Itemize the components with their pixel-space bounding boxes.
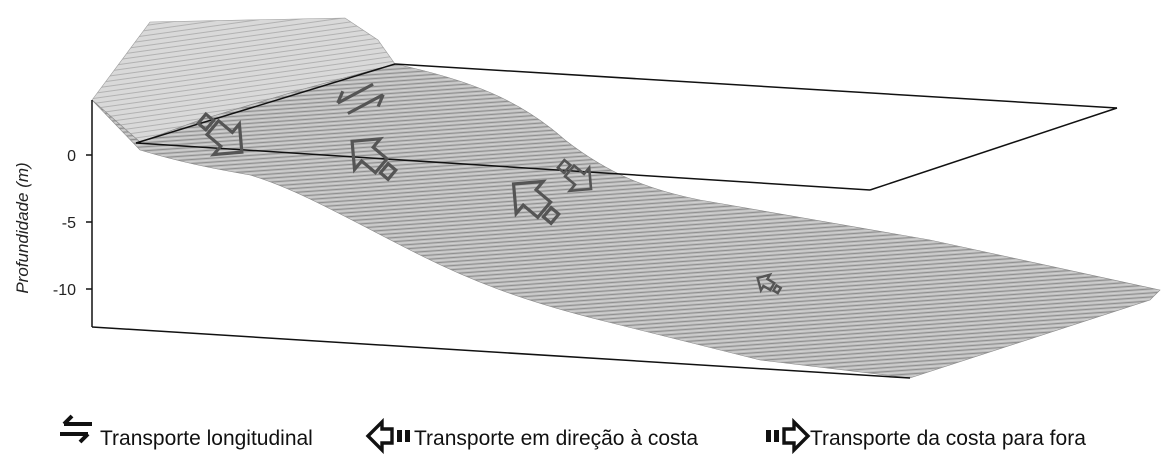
legend-item-longshore: Transporte longitudinal	[60, 414, 313, 450]
onshore-arrow-icon	[511, 179, 562, 226]
y-tick-minus10: -10	[53, 282, 76, 299]
y-tick-0: 0	[67, 148, 76, 165]
legend: Transporte longitudinal Transporte em di…	[60, 414, 1086, 455]
y-tick-minus5: -5	[62, 215, 76, 232]
longshore-arrow-icon	[336, 82, 385, 115]
legend-item-offshore: Transporte da costa para fora	[766, 417, 1086, 455]
transport-arrows	[195, 82, 783, 295]
legend-label-longshore: Transporte longitudinal	[100, 427, 313, 450]
offshore-arrow-icon	[766, 417, 811, 455]
offshore-arrow-icon	[556, 158, 593, 193]
seabed-surface	[91, 63, 1161, 379]
y-axis: 0 -5 -10 Profundidade (m)	[13, 148, 92, 299]
double-arrow-icon	[60, 414, 92, 444]
y-axis-label: Profundidade (m)	[13, 162, 32, 293]
onshore-arrow-icon	[350, 136, 399, 182]
legend-item-onshore: Transporte em direção à costa	[365, 417, 698, 455]
onshore-arrow-icon	[365, 417, 410, 455]
offshore-arrow-icon	[195, 111, 244, 157]
frame-lines	[91, 63, 1118, 379]
legend-label-offshore: Transporte da costa para fora	[810, 427, 1086, 450]
legend-label-onshore: Transporte em direção à costa	[414, 427, 698, 450]
onshore-arrow-icon	[756, 272, 783, 295]
